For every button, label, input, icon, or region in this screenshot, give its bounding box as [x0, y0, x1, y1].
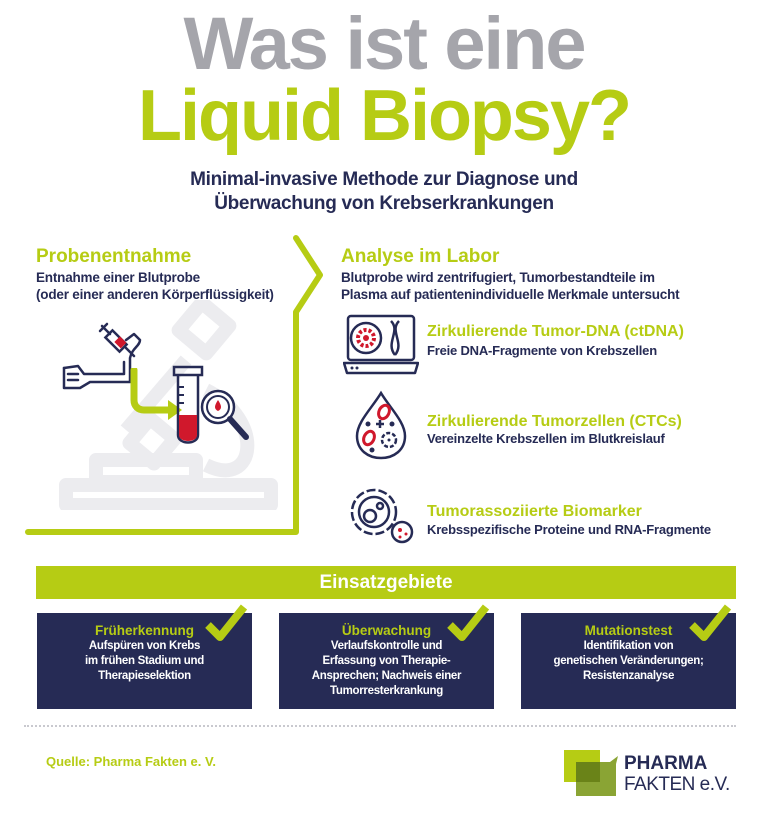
use-card-monitoring: Überwachung Verlaufskontrolle und Erfass…: [279, 604, 494, 709]
magnifier-blood-drop-icon: [200, 389, 249, 440]
check-icon: [205, 604, 248, 641]
source-text: Quelle: Pharma Fakten e. V.: [46, 754, 217, 769]
use-card-early-detection: Früherkennung Aufspüren von Krebs im frü…: [37, 604, 252, 709]
dotted-divider: [24, 725, 736, 727]
logo-line-1: PHARMA: [624, 753, 708, 774]
pharma-fakten-logo: PHARMA FAKTEN e.V.: [562, 748, 752, 802]
sampling-title: Probenentnahme: [36, 246, 192, 267]
item-biomarker-title: Tumorassoziierte Biomarker: [427, 503, 642, 520]
sampling-text: Entnahme einer Blutprobe (oder einer and…: [36, 269, 274, 303]
speech-bubbles-icon: [564, 750, 618, 796]
lab-text: Blutprobe wird zentrifugiert, Tumorbesta…: [341, 269, 680, 303]
sampling-text-line-2: (oder einer anderen Körperflüssigkeit): [36, 287, 274, 302]
syringe-icon: [98, 322, 136, 358]
use-card-text: Identifikation von genetischen Veränderu…: [553, 640, 704, 682]
uses-banner: Einsatzgebiete: [36, 566, 736, 599]
item-ctcs-text: Vereinzelte Krebszellen im Blutkreislauf: [427, 431, 665, 446]
item-ctdna-text: Freie DNA-Fragmente von Krebszellen: [427, 343, 657, 358]
subtitle-line-2: Überwachung von Krebserkrankungen: [214, 193, 554, 214]
use-card-title: Mutationstest: [584, 623, 673, 638]
blood-drop-cells-icon: [355, 390, 407, 460]
title-line-1: Was ist eine: [183, 2, 587, 85]
subtitle: Minimal-invasive Methode zur Diagnose un…: [0, 168, 768, 216]
use-card-text: Aufspüren von Krebs im frühen Stadium un…: [85, 640, 204, 682]
microscope-background-icon: [59, 300, 278, 510]
item-ctcs-title: Zirkulierende Tumorzellen (CTCs): [427, 413, 682, 430]
laptop-dna-icon: [343, 314, 419, 375]
test-tube-icon: [172, 365, 249, 444]
use-card-text: Verlaufskontrolle und Erfassung von Ther…: [311, 640, 462, 697]
title-line-2: Liquid Biopsy?: [138, 76, 632, 156]
arrow-icon: [130, 368, 182, 420]
lab-text-line-2: Plasma auf patientenindividuelle Merkmal…: [341, 287, 680, 302]
logo-line-2: FAKTEN e.V.: [624, 774, 730, 795]
subtitle-line-1: Minimal-invasive Methode zur Diagnose un…: [190, 169, 578, 190]
use-card-title: Überwachung: [341, 623, 432, 638]
arm-icon: [62, 332, 142, 390]
lab-title: Analyse im Labor: [341, 246, 500, 267]
use-card-title: Früherkennung: [94, 623, 194, 638]
item-biomarker-text: Krebsspezifische Proteine und RNA-Fragme…: [427, 522, 711, 537]
cancer-cell-icon: [350, 488, 414, 544]
lab-text-line-1: Blutprobe wird zentrifugiert, Tumorbesta…: [341, 270, 655, 285]
check-icon: [447, 604, 490, 641]
item-ctdna-title: Zirkulierende Tumor-DNA (ctDNA): [427, 323, 684, 340]
sampling-text-line-1: Entnahme einer Blutprobe: [36, 270, 200, 285]
check-icon: [689, 604, 732, 641]
use-card-mutation-test: Mutationstest Identifikation von genetis…: [521, 604, 736, 709]
